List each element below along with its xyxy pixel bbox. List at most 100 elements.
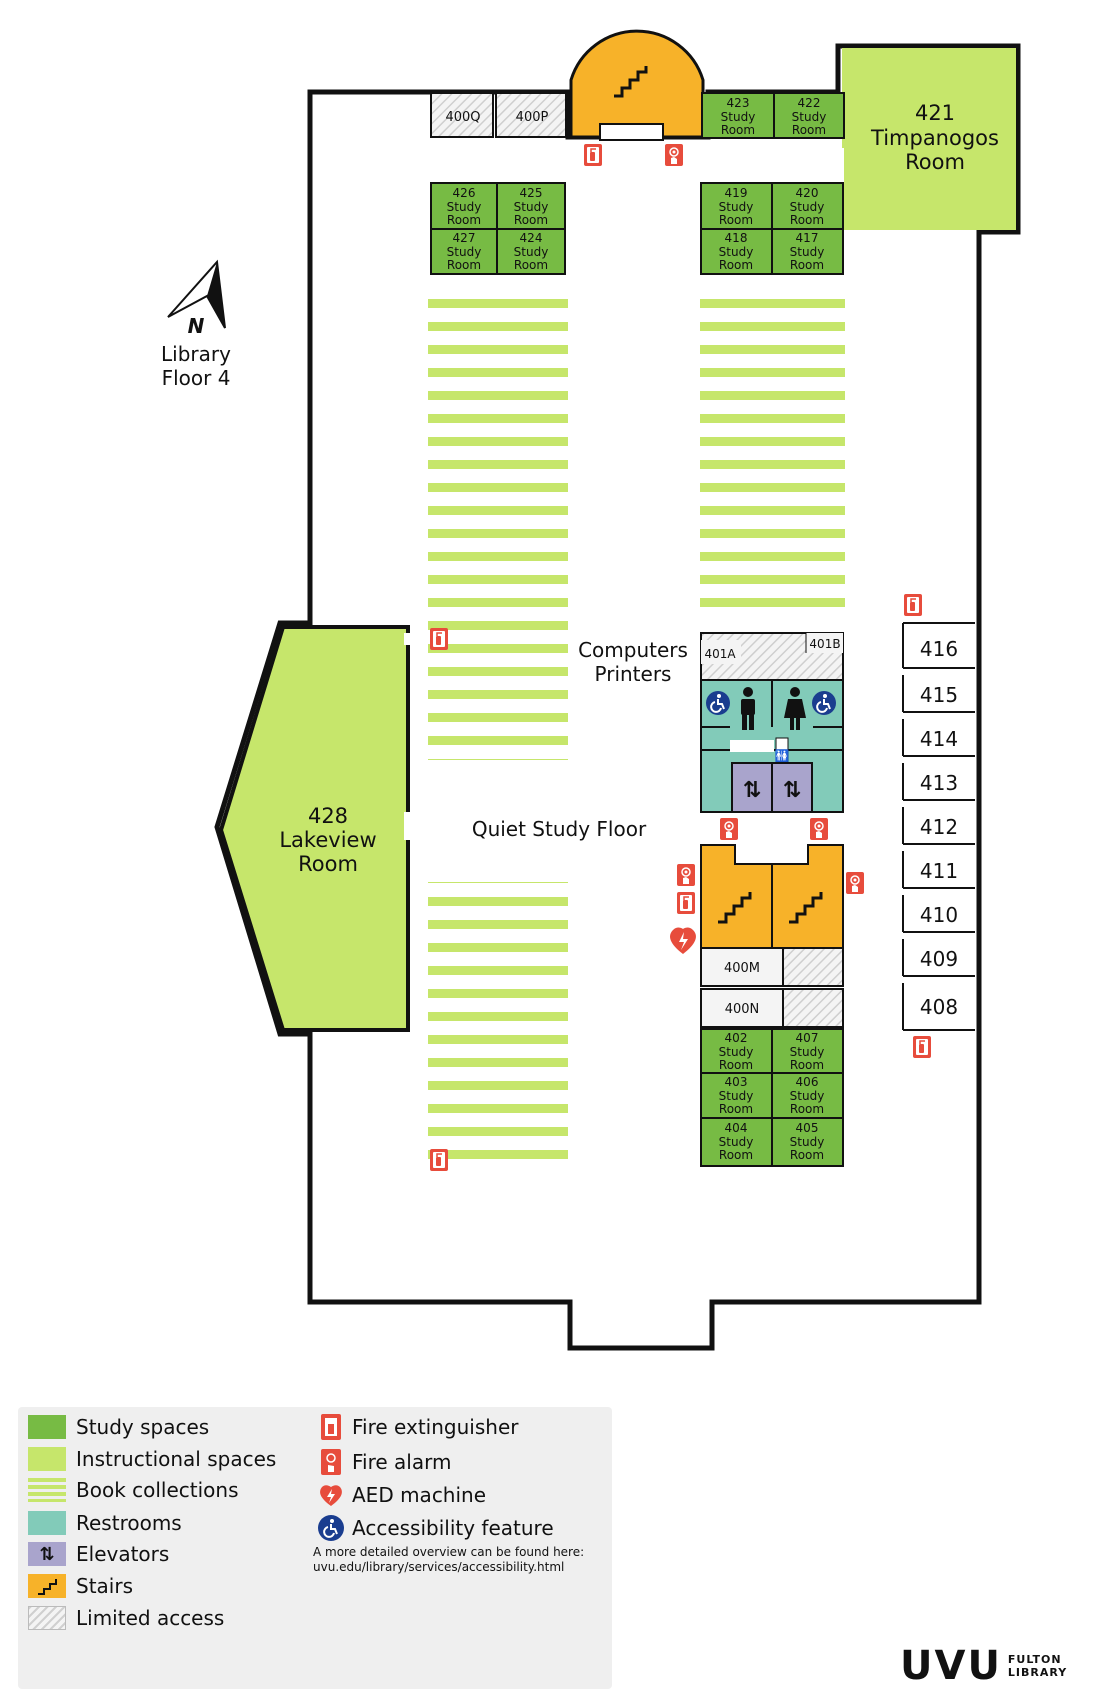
study-room-417[interactable]: 417 Study Room xyxy=(771,228,844,275)
legend-book-label: Book collections xyxy=(76,1478,239,1502)
floor-title-line1: Library xyxy=(161,342,231,366)
legend-restroom-label: Restrooms xyxy=(76,1511,182,1535)
fire-extinguisher-icon xyxy=(429,1148,449,1172)
svg-text:Room: Room xyxy=(719,1102,753,1116)
note-link[interactable]: uvu.edu/library/services/accessibility.h… xyxy=(313,1560,565,1574)
room-415[interactable]: 415 xyxy=(920,683,958,707)
study-room-405[interactable]: 405 Study Room xyxy=(771,1117,844,1167)
aed-icon xyxy=(318,1481,344,1509)
elevator-1 xyxy=(731,762,773,813)
svg-text:420: 420 xyxy=(796,186,819,200)
room-400q xyxy=(430,92,494,138)
study-room-402[interactable]: 402 Study Room xyxy=(700,1028,773,1074)
legend-elevator-label: Elevators xyxy=(76,1542,170,1566)
legend-limited: Limited access xyxy=(28,1606,224,1630)
uvu-logo: UVU FULTON LIBRARY xyxy=(900,1646,1067,1686)
legend: Study spaces Instructional spaces Book c… xyxy=(18,1407,612,1689)
accessibility-icon xyxy=(811,690,837,716)
room-412[interactable]: 412 xyxy=(920,815,958,839)
svg-text:Room: Room xyxy=(514,213,548,227)
room-400m-label: 400M xyxy=(724,961,760,976)
fire-alarm-icon xyxy=(318,1448,344,1476)
svg-text:Study: Study xyxy=(514,200,549,214)
svg-text:Study: Study xyxy=(514,245,549,259)
legend-study: Study spaces xyxy=(28,1415,209,1439)
svg-text:424: 424 xyxy=(520,231,543,245)
svg-text:Room: Room xyxy=(719,213,753,227)
svg-text:405: 405 xyxy=(796,1121,819,1135)
study-room-404[interactable]: 404 Study Room xyxy=(700,1117,773,1167)
fire-alarm-icon xyxy=(719,817,739,841)
study-room-427[interactable]: 427 Study Room xyxy=(430,228,498,275)
study-room-422[interactable]: 422 Study Room xyxy=(773,92,845,139)
room-400p xyxy=(495,92,567,138)
svg-text:Study: Study xyxy=(447,245,482,259)
legend-instructional-label: Instructional spaces xyxy=(76,1447,277,1471)
room-414[interactable]: 414 xyxy=(920,727,958,751)
elevator-icon: ⇅ xyxy=(28,1542,66,1566)
fire-extinguisher-icon xyxy=(903,593,923,617)
accessibility-note: A more detailed overview can be found he… xyxy=(313,1545,584,1575)
legend-access: Accessibility feature xyxy=(318,1514,554,1542)
svg-text:Study: Study xyxy=(792,110,827,124)
logo-fulton-library: FULTON LIBRARY xyxy=(1008,1653,1067,1679)
svg-text:Room: Room xyxy=(719,1148,753,1162)
svg-text:418: 418 xyxy=(725,231,748,245)
elevator-icon: ⇅ xyxy=(743,778,761,803)
room-416[interactable]: 416 xyxy=(920,637,958,661)
study-room-419[interactable]: 419 Study Room xyxy=(700,182,773,230)
svg-text:425: 425 xyxy=(520,186,543,200)
study-room-403[interactable]: 403 Study Room xyxy=(700,1072,773,1119)
study-room-420[interactable]: 420 Study Room xyxy=(771,182,844,230)
legend-fire-ext: Fire extinguisher xyxy=(318,1413,518,1441)
svg-text:Study: Study xyxy=(719,1089,754,1103)
svg-text:Study: Study xyxy=(721,110,756,124)
svg-text:427: 427 xyxy=(453,231,476,245)
book-stacks-west-south xyxy=(428,882,568,1172)
study-room-426[interactable]: 426 Study Room xyxy=(430,182,498,230)
study-room-423[interactable]: 423 Study Room xyxy=(701,92,775,139)
svg-text:Room: Room xyxy=(790,1058,824,1072)
svg-text:Room: Room xyxy=(790,1148,824,1162)
study-room-407[interactable]: 407 Study Room xyxy=(771,1028,844,1074)
study-room-418[interactable]: 418 Study Room xyxy=(700,228,773,275)
svg-text:Room: Room xyxy=(792,123,826,137)
room-400q-label: 400Q xyxy=(445,110,480,125)
stairs-icon xyxy=(28,1574,66,1598)
floor-map: 421 Timpanogos Room 400Q 400P 423 Study … xyxy=(161,29,1021,1351)
room-410[interactable]: 410 xyxy=(920,903,958,927)
room-409[interactable]: 409 xyxy=(920,947,958,971)
floor-title-line2: Floor 4 xyxy=(162,366,231,390)
svg-text:Room: Room xyxy=(447,213,481,227)
fire-alarm-icon xyxy=(809,817,829,841)
fire-alarm-icon xyxy=(676,863,696,887)
study-room-425[interactable]: 425 Study Room xyxy=(496,182,566,230)
svg-text:419: 419 xyxy=(725,186,748,200)
logo-line-1: FULTON xyxy=(1007,1653,1062,1666)
legend-access-label: Accessibility feature xyxy=(352,1516,554,1540)
legend-aed: AED machine xyxy=(318,1481,486,1509)
svg-text:Study: Study xyxy=(790,200,825,214)
fire-extinguisher-icon xyxy=(912,1035,932,1059)
computers-label: Computers xyxy=(578,638,688,662)
book-stacks-east-north xyxy=(700,297,845,608)
room-428[interactable] xyxy=(218,625,410,1032)
room-421[interactable] xyxy=(842,48,1016,230)
svg-text:Study: Study xyxy=(447,200,482,214)
room-428-name: Lakeview xyxy=(279,828,376,852)
room-401a-label: 401A xyxy=(704,647,736,661)
room-413[interactable]: 413 xyxy=(920,771,958,795)
legend-fire-alarm: Fire alarm xyxy=(318,1448,451,1476)
room-411[interactable]: 411 xyxy=(920,859,958,883)
svg-text:Study: Study xyxy=(790,245,825,259)
svg-text:Study: Study xyxy=(719,245,754,259)
svg-text:403: 403 xyxy=(725,1075,748,1089)
room-428-suffix: Room xyxy=(298,852,358,876)
room-408[interactable]: 408 xyxy=(920,995,958,1019)
svg-text:Room: Room xyxy=(719,1058,753,1072)
room-421-suffix: Room xyxy=(905,150,965,174)
svg-text:423: 423 xyxy=(727,96,750,110)
north-arrow xyxy=(167,259,226,329)
study-room-424[interactable]: 424 Study Room xyxy=(496,228,566,275)
study-room-406[interactable]: 406 Study Room xyxy=(771,1072,844,1119)
